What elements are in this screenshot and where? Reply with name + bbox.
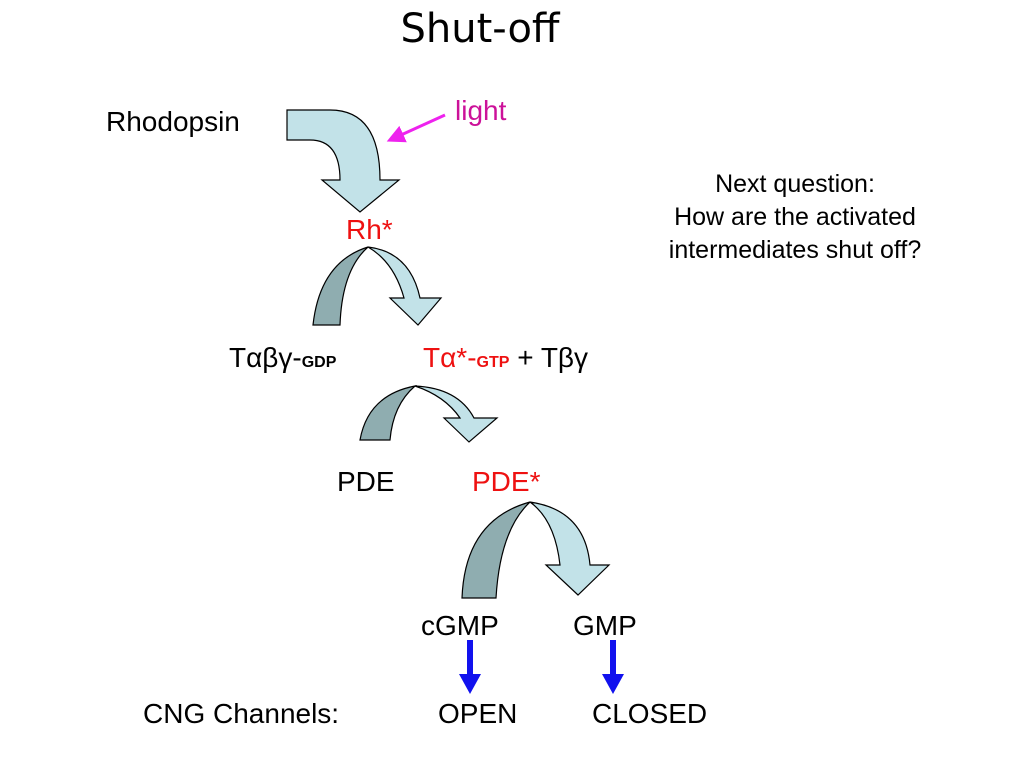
note-line-1: Next question: (715, 170, 875, 198)
pde-star-label: PDE* (472, 466, 541, 497)
cgmp-label: cGMP (421, 610, 499, 641)
slide-title: Shut-off (400, 6, 560, 52)
rhodopsin-activation-arrow (286, 109, 401, 213)
pde-cycle-arrow-back (461, 501, 531, 599)
light-arrow (386, 113, 446, 143)
rhodopsin-label: Rhodopsin (106, 106, 240, 137)
rh-star-label: Rh* (346, 214, 393, 245)
transducin-gdp-label: Tαβγ-GDP (229, 342, 336, 374)
plus-sign: + (517, 342, 534, 373)
next-question-note: Next question: How are the activated int… (640, 168, 950, 267)
rh-cycle-arrow-front (367, 246, 443, 326)
cng-channels-label: CNG Channels: (143, 698, 340, 729)
closed-label: CLOSED (592, 698, 708, 729)
t-cycle-arrow-front (414, 385, 499, 443)
t-cycle-arrow-back (359, 384, 418, 441)
gtp-subscript: GTP (476, 354, 510, 371)
open-label: OPEN (438, 698, 518, 729)
transducin-gdp-base: Tαβγ- (229, 342, 302, 373)
pde-cycle-arrow-front (529, 501, 611, 596)
gdp-subscript: GDP (301, 354, 337, 371)
note-line-2: How are the activated (674, 203, 916, 231)
transducin-gtp-base: Tα*- (423, 342, 477, 373)
light-label: light (455, 95, 507, 126)
t-betagamma-label: Tβγ (540, 342, 589, 373)
rh-cycle-arrow-back (312, 246, 369, 326)
transducin-active-label: Tα*-GTP + Tβγ (423, 342, 588, 374)
pde-label: PDE (337, 466, 395, 497)
closed-channel-arrow (602, 640, 624, 694)
note-line-3: intermediates shut off? (668, 236, 922, 264)
gmp-label: GMP (573, 610, 637, 641)
open-channel-arrow (459, 640, 481, 694)
